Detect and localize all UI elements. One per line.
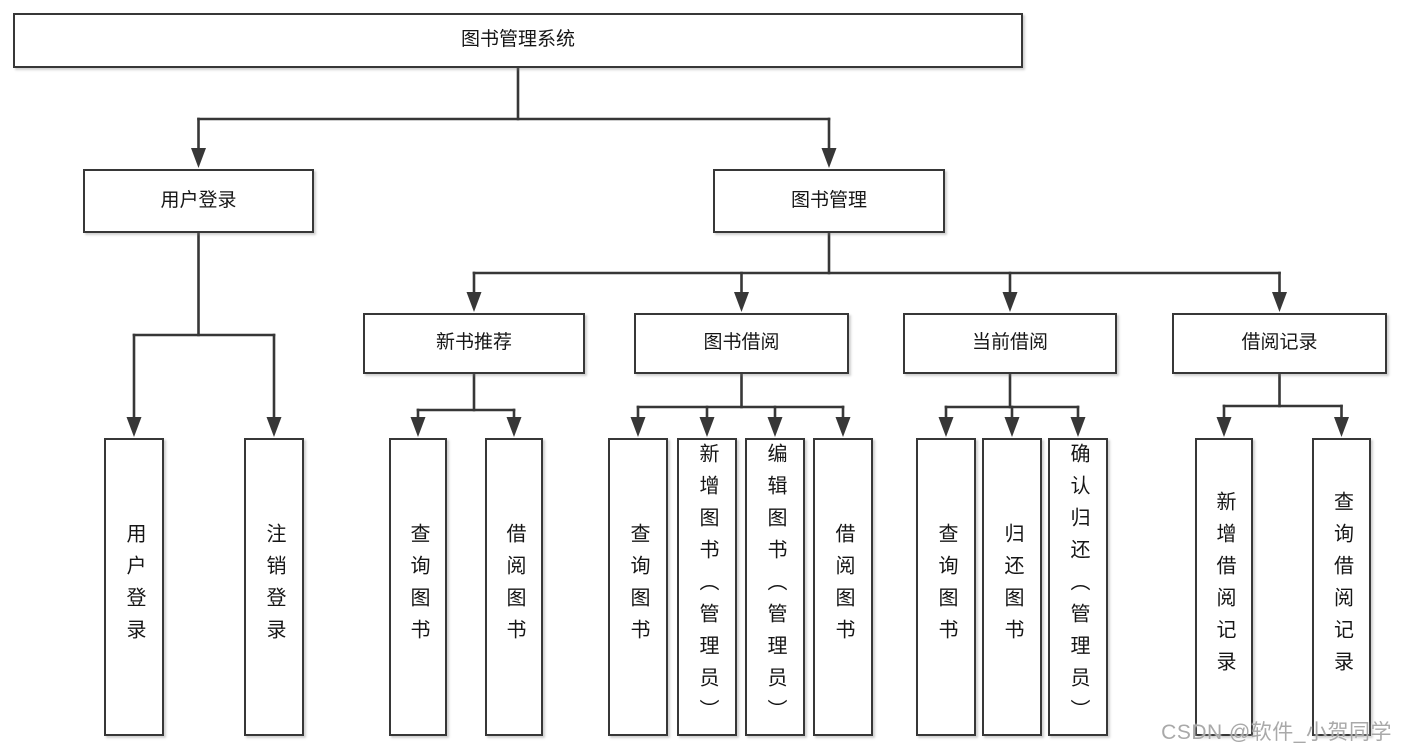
arrowhead-icon	[767, 417, 783, 437]
node-label-leaf-return-book: 归还图书	[1001, 523, 1023, 651]
arrowhead-icon	[410, 417, 426, 437]
arrowhead-icon	[1002, 292, 1018, 312]
arrowhead-icon	[506, 417, 522, 437]
arrowhead-icon	[835, 417, 851, 437]
node-borrow-records: 借阅记录	[1172, 313, 1387, 374]
node-leaf-query-book-3: 查询图书	[916, 438, 976, 736]
node-new-book-rec: 新书推荐	[363, 313, 585, 374]
node-label-user-login: 用户登录	[160, 189, 237, 211]
node-leaf-add-book: 新增图书（管理员）	[677, 438, 737, 736]
arrowhead-icon	[466, 292, 482, 312]
node-leaf-edit-book: 编辑图书（管理员）	[745, 438, 805, 736]
csdn-watermark: CSDN @软件_小贺同学	[1161, 721, 1392, 744]
node-label-leaf-add-record: 新增借阅记录	[1213, 491, 1235, 683]
node-leaf-query-record: 查询借阅记录	[1312, 438, 1371, 736]
node-label-current-borrow: 当前借阅	[971, 332, 1048, 354]
arrowhead-icon	[1334, 417, 1349, 437]
node-label-new-book-rec: 新书推荐	[435, 332, 512, 354]
node-leaf-confirm-return: 确认归还（管理员）	[1048, 438, 1108, 736]
node-book-mgmt: 图书管理	[713, 169, 945, 233]
node-label-book-mgmt: 图书管理	[790, 189, 867, 211]
node-label-leaf-confirm-return: 确认归还（管理员）	[1067, 443, 1089, 731]
node-user-login: 用户登录	[83, 169, 314, 233]
arrowhead-icon	[821, 148, 837, 168]
node-leaf-borrow-book-2: 借阅图书	[813, 438, 873, 736]
node-book-borrow: 图书借阅	[634, 313, 849, 374]
arrowhead-icon	[734, 292, 749, 312]
node-label-leaf-add-book: 新增图书（管理员）	[696, 443, 718, 731]
node-label-leaf-user-login: 用户登录	[123, 523, 145, 651]
node-leaf-borrow-book-1: 借阅图书	[485, 438, 543, 736]
node-label-leaf-edit-book: 编辑图书（管理员）	[764, 443, 786, 731]
arrowhead-icon	[1004, 417, 1020, 437]
node-label-leaf-query-book-3: 查询图书	[935, 523, 957, 651]
node-root: 图书管理系统	[13, 13, 1023, 68]
node-label-leaf-borrow-book-2: 借阅图书	[832, 523, 854, 651]
node-label-leaf-logout: 注销登录	[263, 523, 285, 651]
node-label-borrow-records: 借阅记录	[1241, 332, 1318, 354]
node-label-leaf-query-record: 查询借阅记录	[1330, 491, 1353, 683]
node-label-leaf-query-book-2: 查询图书	[627, 523, 649, 651]
arrowhead-icon	[1272, 292, 1287, 312]
node-label-leaf-borrow-book-1: 借阅图书	[503, 523, 525, 651]
arrowhead-icon	[1216, 417, 1232, 437]
node-label-book-borrow: 图书借阅	[703, 332, 780, 354]
arrowhead-icon	[699, 417, 715, 437]
node-leaf-query-book-1: 查询图书	[389, 438, 447, 736]
node-leaf-add-record: 新增借阅记录	[1195, 438, 1253, 736]
node-label-leaf-query-book-1: 查询图书	[407, 523, 429, 651]
arrowhead-icon	[191, 148, 206, 168]
node-current-borrow: 当前借阅	[903, 313, 1117, 374]
node-label-root: 图书管理系统	[460, 29, 575, 51]
arrowhead-icon	[630, 417, 646, 437]
node-leaf-logout: 注销登录	[244, 438, 304, 736]
arrowhead-icon	[1070, 417, 1086, 437]
arrowhead-icon	[266, 417, 282, 437]
node-leaf-return-book: 归还图书	[982, 438, 1042, 736]
node-leaf-user-login: 用户登录	[104, 438, 164, 736]
node-leaf-query-book-2: 查询图书	[608, 438, 668, 736]
arrowhead-icon	[938, 417, 954, 437]
arrowhead-icon	[126, 417, 142, 437]
